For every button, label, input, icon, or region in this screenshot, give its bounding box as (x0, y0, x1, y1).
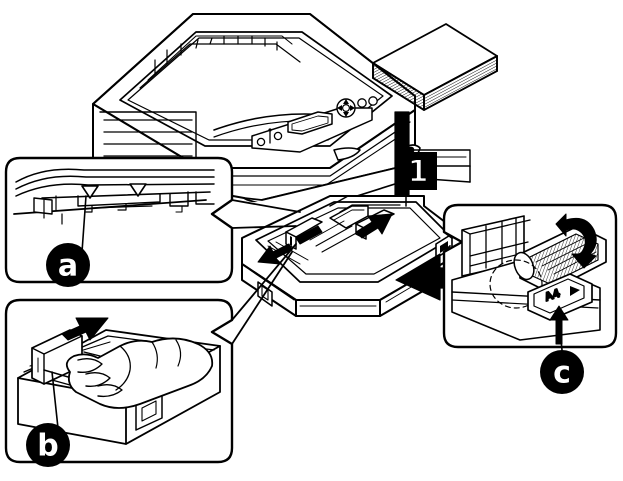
control-panel (251, 96, 378, 153)
tray-guide-arrows (257, 213, 393, 265)
step-badge-label: 1 (408, 155, 429, 190)
paper-size-value: A4 (542, 286, 561, 304)
hand (65, 337, 214, 409)
callout-c-label: c (553, 356, 571, 391)
paper-size-window: A4 (527, 273, 593, 321)
callout-c: c (540, 350, 584, 394)
callout-b: b (26, 423, 70, 467)
detail-panel-a (4, 156, 234, 284)
slide-arrow (61, 317, 109, 341)
paper-stack (372, 23, 498, 111)
step-badge-1: 1 (399, 152, 437, 190)
callout-a-label: a (58, 249, 78, 284)
detail-panel-b (4, 298, 234, 464)
rotate-dial-arrow (555, 213, 597, 269)
dial-pointer-arrow (549, 305, 569, 345)
leader-lines (231, 199, 453, 345)
callout-a: a (46, 243, 90, 287)
fill-level-marks (81, 183, 147, 199)
detail-panel-c: A4 (442, 203, 618, 349)
callout-b-label: b (37, 429, 58, 464)
